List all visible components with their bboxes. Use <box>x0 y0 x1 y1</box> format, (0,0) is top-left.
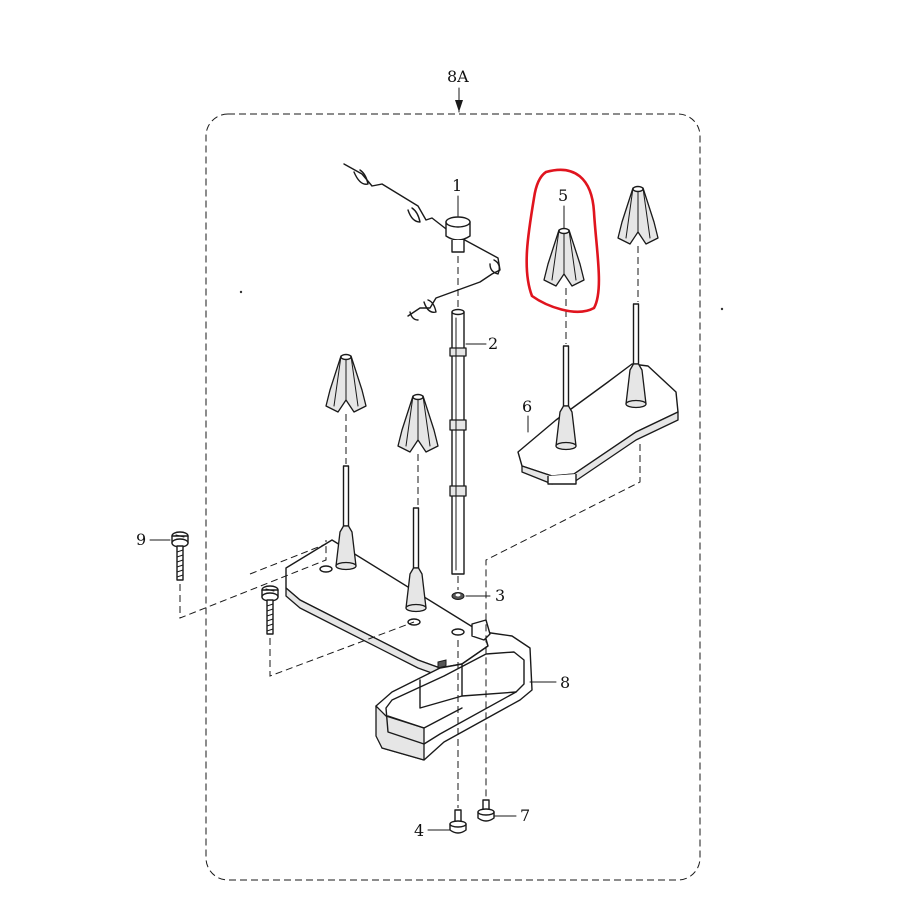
group-label-8a: 8A <box>447 67 469 86</box>
part-4-screw <box>449 809 467 834</box>
part-5-cone <box>543 227 585 287</box>
speck-left <box>239 290 243 294</box>
assembly-line-screw-9 <box>179 540 327 619</box>
screw-middle <box>261 585 279 635</box>
cone-left-front <box>397 393 439 453</box>
part-1-cap <box>445 216 471 253</box>
assembly-line-plate-left <box>249 543 327 575</box>
group-boundary <box>205 113 701 881</box>
part-label-9: 9 <box>136 530 146 549</box>
part-label-3: 3 <box>495 586 505 605</box>
part-9-screw <box>171 531 189 581</box>
part-6-pin-right <box>625 303 647 409</box>
highlight-ring-part-5 <box>525 168 601 313</box>
part-label-7: 7 <box>520 806 530 825</box>
part-2-rod <box>449 308 467 575</box>
part-label-4: 4 <box>414 821 424 840</box>
part-label-2: 2 <box>488 334 498 353</box>
part-label-6: 6 <box>522 397 532 416</box>
part-label-1: 1 <box>452 176 462 195</box>
cone-left-rear <box>325 353 367 413</box>
part-label-8: 8 <box>560 673 570 692</box>
group-leader-arrow <box>455 100 463 112</box>
speck-right <box>720 307 724 311</box>
thread-guide-wire <box>343 163 501 321</box>
cone-right-rear <box>617 185 659 245</box>
assembly-line-plate-6 <box>485 444 641 800</box>
assembly-line-screw-middle <box>269 621 415 677</box>
part-label-5: 5 <box>558 186 568 205</box>
part-8-pin-left <box>335 465 357 571</box>
part-8-main-base <box>285 539 533 761</box>
part-8-pin-right <box>405 507 427 613</box>
part-6-pin-left <box>555 345 577 451</box>
part-7-screw <box>477 799 495 822</box>
part-6-base-plate <box>517 363 679 485</box>
part-3-nut <box>451 592 465 600</box>
